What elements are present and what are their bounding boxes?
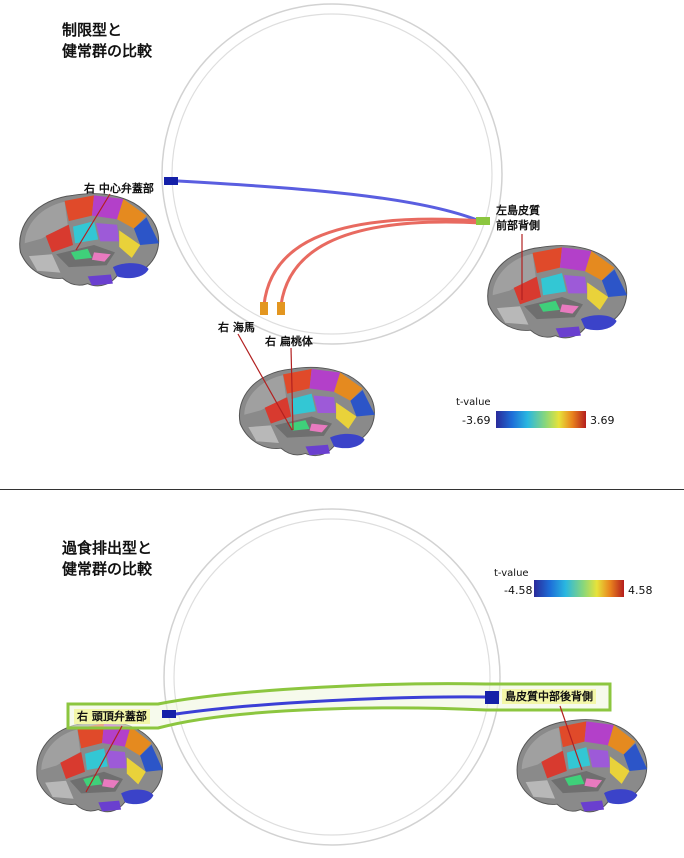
node-insula-mid-dorsal	[485, 691, 499, 704]
leader-amygdala	[290, 347, 294, 431]
panel-divider	[0, 489, 684, 490]
brain-bottom-image	[238, 366, 376, 457]
binge-purge-comparison-panel: 過食排出型と 健常群の比較 右 頭頂弁蓋部 島皮質中部後背側 t-value -…	[0, 492, 684, 858]
leader-central-operculum	[75, 193, 111, 251]
colorbar-max: 3.69	[590, 414, 615, 427]
link-parietal-operculum-insula	[175, 695, 487, 716]
node-hippocampus	[260, 302, 268, 315]
highlight-box	[66, 682, 612, 730]
colorbar-min: -3.69	[462, 414, 491, 427]
leader-hippocampus	[237, 333, 293, 431]
leader-insula-mid	[559, 705, 583, 771]
colorbar	[534, 580, 624, 597]
panel-title: 過食排出型と 健常群の比較	[62, 538, 152, 580]
title-line-2: 健常群の比較	[62, 42, 153, 60]
colorbar-min: -4.58	[504, 584, 533, 597]
link-hippocampus-insula	[262, 217, 483, 306]
brain-left-image	[19, 193, 160, 287]
colorbar-max: 4.58	[628, 584, 653, 597]
link-amygdala-insula	[279, 220, 483, 306]
brain-right-image	[487, 245, 628, 339]
connectogram-top	[19, 3, 628, 457]
connectogram-bottom	[36, 508, 648, 846]
brain-right-image	[516, 719, 648, 813]
leader-parietal-operculum	[85, 725, 123, 793]
link-central-operculum-insula	[177, 179, 483, 224]
node-insula-anterior-dorsal	[476, 217, 490, 225]
node-parietal-operculum	[162, 710, 176, 718]
label-right-central-operculum: 右 中心弁蓋部	[84, 182, 154, 195]
title-line-1: 過食排出型と	[62, 539, 153, 557]
label-left-insula-line2: 前部背側	[496, 219, 540, 232]
colorbar-title: t-value	[494, 568, 529, 579]
label-left-insula-line1: 左島皮質	[496, 204, 540, 217]
node-central-operculum	[164, 177, 178, 185]
label-right-parietal-operculum: 右 頭頂弁蓋部	[74, 709, 150, 724]
outer-ring	[161, 3, 503, 345]
colorbar-title: t-value	[456, 397, 491, 408]
label-right-amygdala: 右 扁桃体	[265, 335, 313, 348]
inner-ring	[171, 13, 493, 335]
label-right-hippocampus: 右 海馬	[218, 321, 255, 334]
restrictive-comparison-panel: 制限型と 健常群の比較 右 中心弁蓋部 左島皮質 前部背側 右 海馬 右 扁桃体…	[19, 3, 628, 457]
colorbar	[496, 411, 586, 428]
outer-ring	[163, 508, 501, 846]
panel-title: 制限型と 健常群の比較	[62, 20, 152, 62]
node-amygdala	[277, 302, 285, 315]
title-line-2: 健常群の比較	[62, 560, 153, 578]
title-line-1: 制限型と	[62, 21, 123, 39]
label-insula-mid-dorsal: 島皮質中部後背側	[502, 689, 596, 704]
inner-ring	[173, 518, 491, 836]
